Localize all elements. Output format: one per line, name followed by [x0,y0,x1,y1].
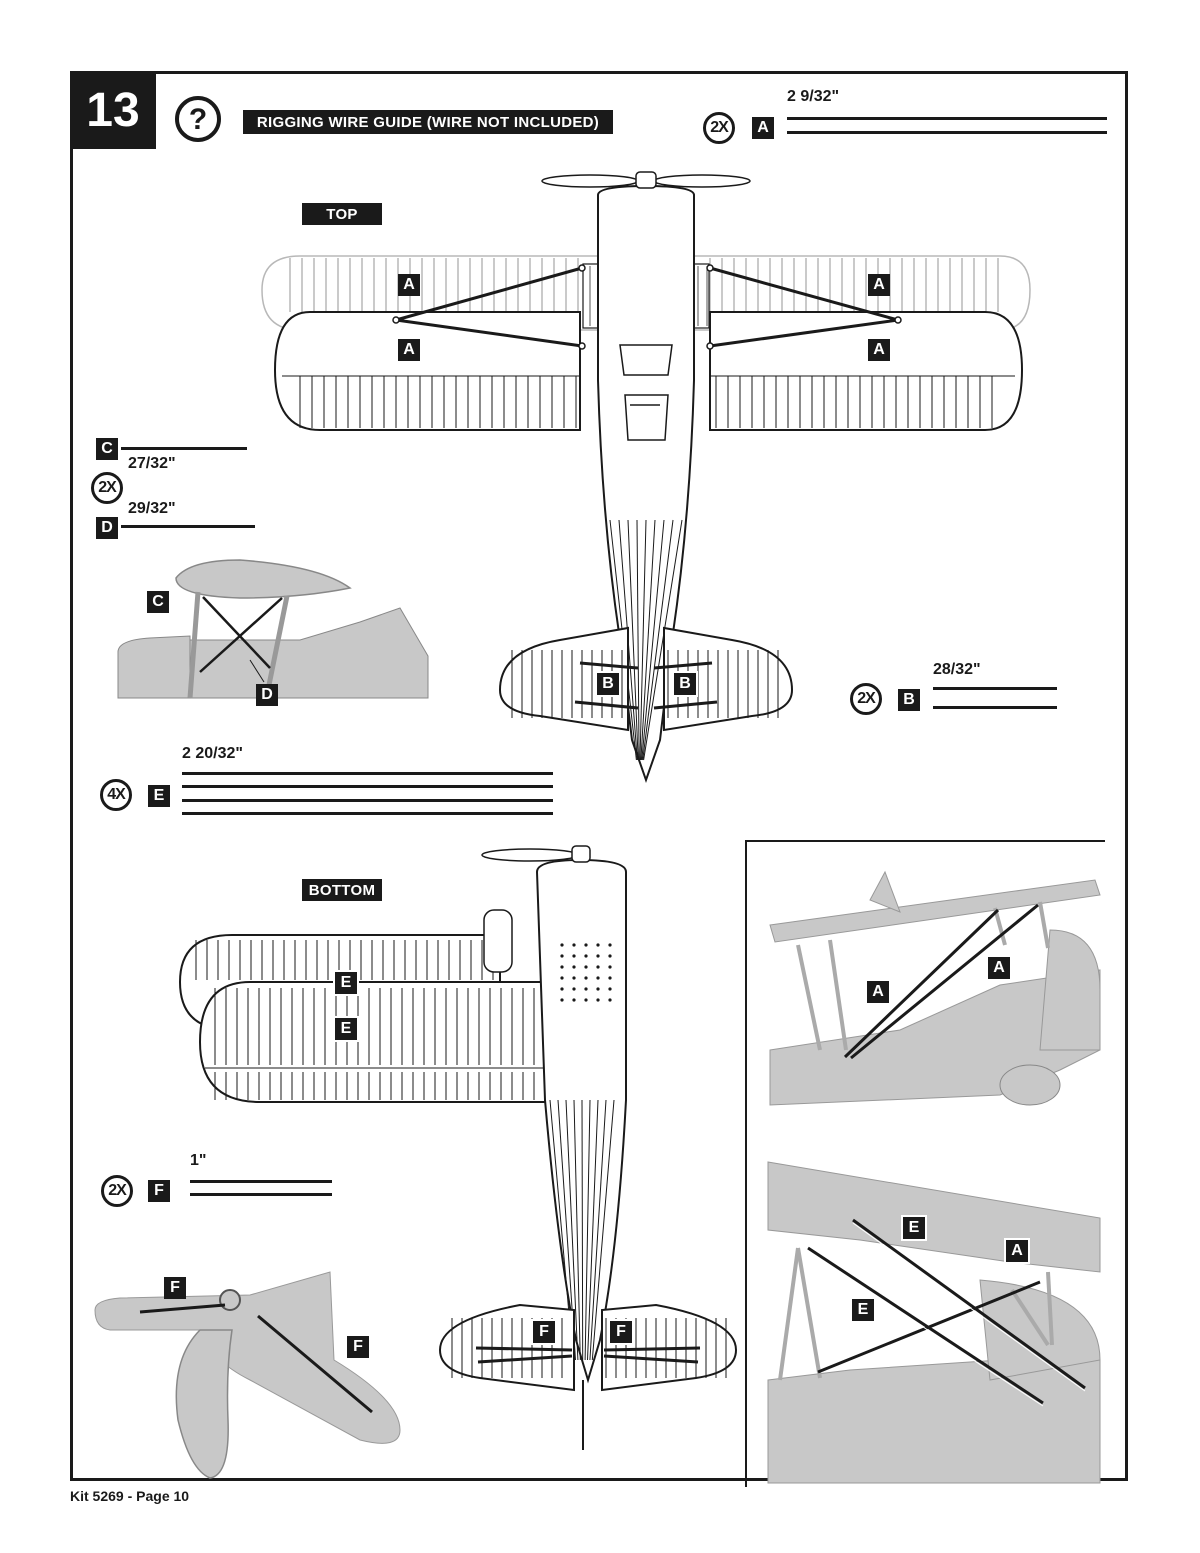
wire-cd-qty: 2X [91,472,123,504]
wire-a-qty: 2X [703,112,735,144]
callout-f: F [608,1319,634,1345]
instruction-frame [70,71,1128,1481]
inset-top-rigging-a [769,870,1101,1106]
bottom-view-propeller [481,845,591,973]
question-circle-icon: ? [175,96,221,142]
wire-f-sample [190,1180,332,1183]
callout-e: E [850,1297,876,1323]
wire-a-sample [787,117,1107,120]
rigging-wires-b-top [574,661,718,710]
inset-border-left [745,840,747,1487]
rigging-wires-a-top [395,266,899,348]
wire-c-sample [121,447,247,450]
callout-a: A [1004,1238,1030,1264]
callout-a: A [868,339,890,361]
callout-e: E [333,1016,359,1042]
callout-a: A [398,339,420,361]
wire-e-qty: 4X [100,779,132,811]
wire-a-letter: A [752,117,774,139]
title-banner: RIGGING WIRE GUIDE (WIRE NOT INCLUDED) [243,110,613,134]
wire-e-sample [182,799,553,802]
callout-e: E [901,1215,927,1241]
wire-a-length: 2 9/32" [787,88,840,105]
wire-b-sample [933,706,1057,709]
callout-b: B [672,671,698,697]
callout-a: A [986,955,1012,981]
svg-text:?: ? [189,103,207,136]
side-view-cabane-detail [117,559,429,699]
wire-e-sample [182,785,553,788]
wire-e-length: 2 20/32" [182,745,243,762]
wire-e-sample [182,812,553,815]
wire-c-letter: C [96,438,118,460]
callout-f: F [531,1319,557,1345]
callout-a: A [865,979,891,1005]
wire-a-sample [787,131,1107,134]
top-view-propeller [541,171,751,189]
wire-b-letter: B [898,689,920,711]
wire-e-sample [182,772,553,775]
bottom-view-label: BOTTOM [302,879,382,901]
wire-e-letter: E [148,785,170,807]
callout-a: A [868,274,890,296]
callout-b: B [595,671,621,697]
wire-f-length: 1" [190,1152,207,1169]
top-view-label: TOP [302,203,382,225]
wire-d-letter: D [96,517,118,539]
wire-b-sample [933,687,1057,690]
callout-d: D [256,684,278,706]
wire-f-letter: F [148,1180,170,1202]
rigging-wires-f-bottom [475,1346,701,1364]
wire-d-length: 29/32" [128,500,176,517]
tail-detail-f [94,1271,401,1479]
inset-bottom-rigging-e [767,1161,1101,1484]
wire-b-qty: 2X [850,683,882,715]
wire-f-sample [190,1193,332,1196]
callout-e: E [333,970,359,996]
wire-f-qty: 2X [101,1175,133,1207]
inset-border-top [745,840,1105,842]
callout-f: F [164,1277,186,1299]
wire-b-length: 28/32" [933,661,981,678]
callout-a: A [398,274,420,296]
callout-c: C [147,591,169,613]
wire-d-sample [121,525,255,528]
page-footer: Kit 5269 - Page 10 [70,1488,190,1504]
wire-c-length: 27/32" [128,455,176,472]
callout-f: F [347,1336,369,1358]
step-number: 13 [70,71,156,149]
bottom-view-lower-wing [198,981,546,1103]
